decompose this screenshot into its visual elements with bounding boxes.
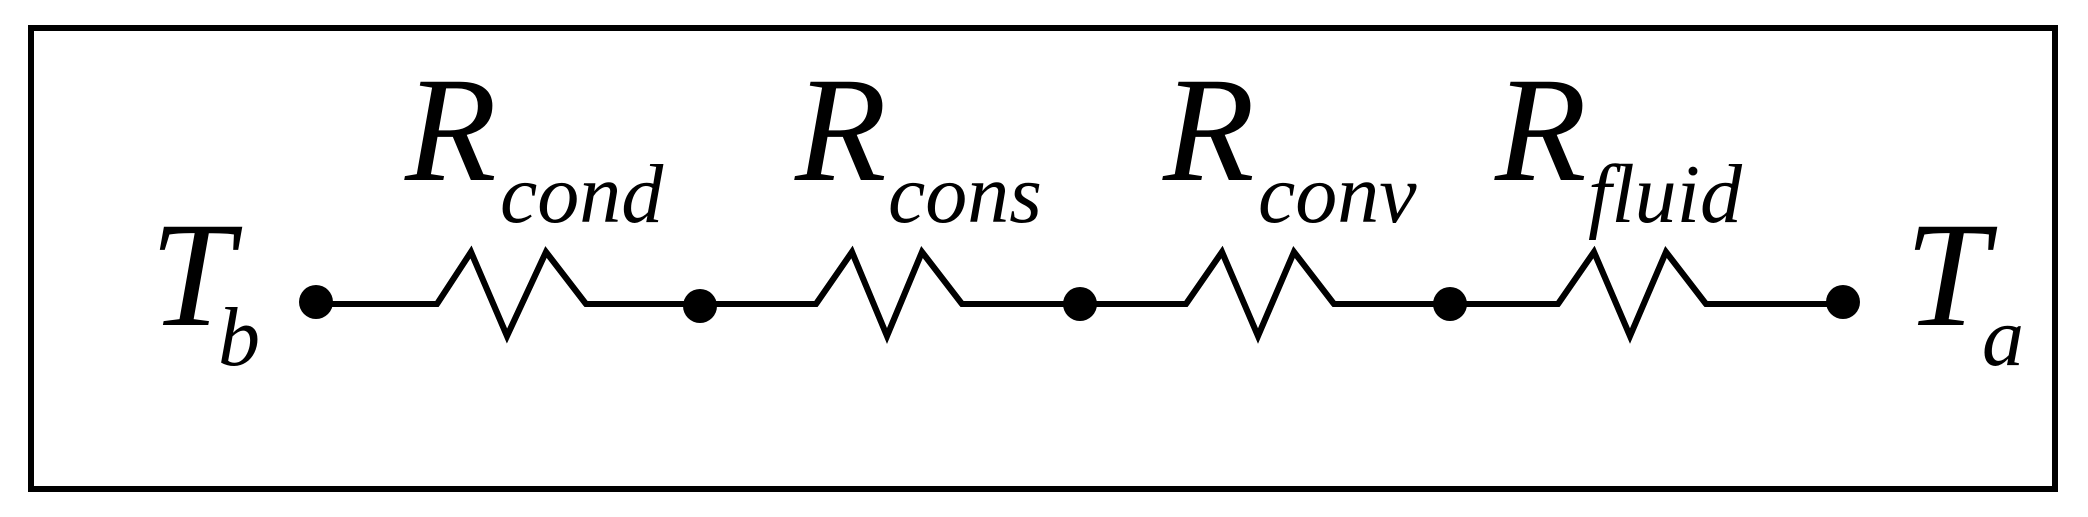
resistor-label-conv: R: [1162, 47, 1255, 213]
terminal-label-right-subscript: a: [1982, 291, 2024, 384]
resistor-label-fluid-subscript: fluid: [1588, 148, 1743, 241]
terminal-label-left: T: [150, 192, 243, 358]
node-junction-1: [683, 289, 717, 323]
resistor-label-fluid: R: [1494, 47, 1587, 213]
node-junction-2: [1063, 287, 1097, 321]
resistor-label-cond: R: [404, 47, 497, 213]
terminal-label-left-subscript: b: [218, 291, 260, 384]
node-left-terminal: [299, 285, 333, 319]
terminal-label-right: T: [1905, 192, 1998, 358]
resistor-label-cons-subscript: cons: [888, 148, 1042, 241]
resistor-cond: [434, 245, 589, 344]
node-junction-3: [1433, 287, 1467, 321]
diagram-frame: [28, 25, 2058, 492]
resistor-label-cons: R: [794, 47, 887, 213]
node-right-terminal: [1826, 285, 1860, 319]
resistor-conv: [1183, 245, 1337, 344]
resistor-label-cond-subscript: cond: [500, 148, 664, 241]
resistor-fluid: [1555, 245, 1709, 344]
resistor-cons: [813, 245, 965, 344]
resistor-label-conv-subscript: conv: [1258, 148, 1417, 241]
